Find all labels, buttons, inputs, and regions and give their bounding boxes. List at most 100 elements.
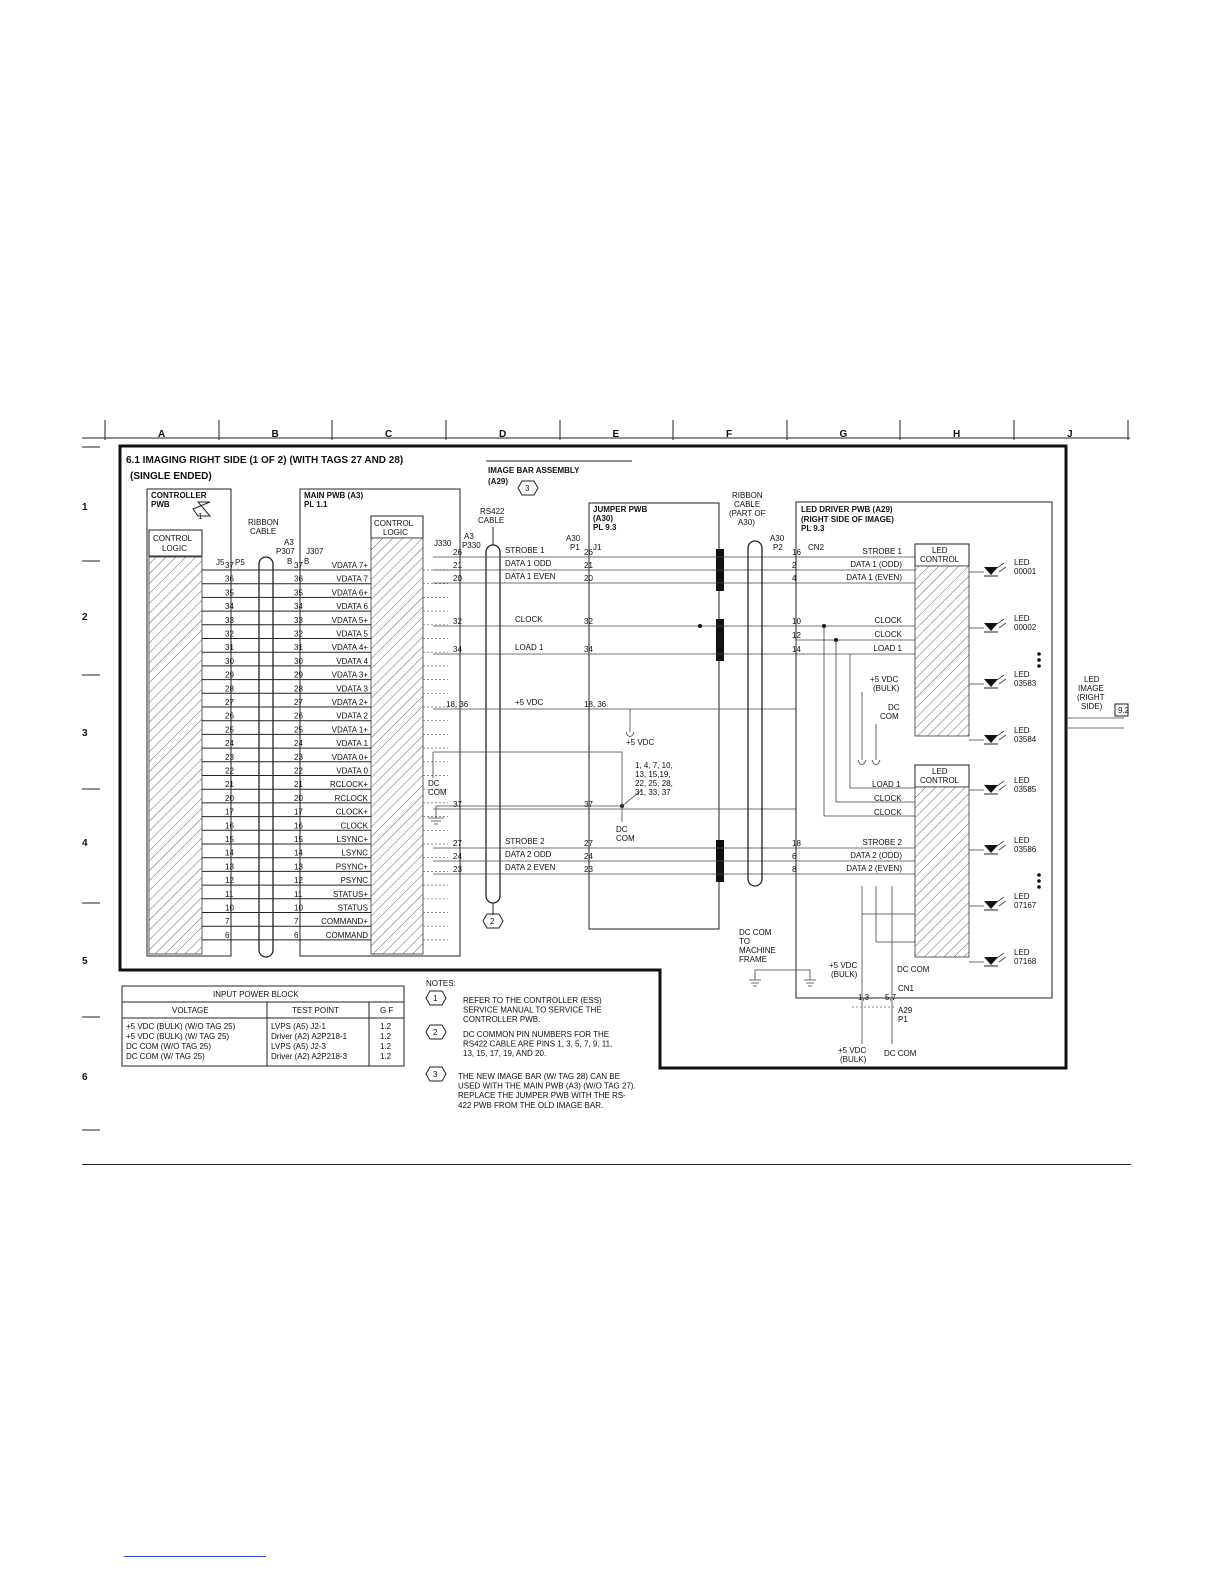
rs422-cable: RS422 CABLE 2 [478,507,505,929]
image-bar-assembly: IMAGE BAR ASSEMBLY (A29) 3 [486,460,632,496]
svg-text:LED: LED [932,767,948,776]
signal-pin-left: 32 [225,630,234,639]
signal-name: PSYNC+ [336,862,369,871]
led-label: LED [1014,558,1030,567]
svg-text:(RIGHT SIDE OF IMAGE): (RIGHT SIDE OF IMAGE) [801,515,894,524]
signal-pin-left: 6 [225,931,230,940]
svg-text:IMAGE: IMAGE [1078,684,1104,693]
signal-name: VDATA 4+ [332,643,369,652]
note-number: 1 [433,994,438,1003]
signal-pin-right: 24 [294,739,303,748]
ribbon-cable-2: RIBBON CABLE (PART OF A30) A30 P2 [729,491,785,887]
right-signal-label: CLOCK [874,616,902,625]
svg-text:PL 9.3: PL 9.3 [593,523,617,532]
signal-pin-right: 10 [294,904,303,913]
grid-col-label: G [840,429,848,440]
svg-text:NOTES:: NOTES: [426,979,456,988]
note-line: CONTROLLER PWB. [463,1015,540,1024]
svg-text:(RIGHT: (RIGHT [1077,693,1105,702]
note-line: RS422 CABLE ARE PINS 1, 3, 5, 7, 9, 11, [463,1040,612,1049]
svg-text:CONTROLLER: CONTROLLER [151,491,207,500]
grid-row-label: 2 [82,612,88,623]
diagram-subtitle: (SINGLE ENDED) [130,471,212,482]
power-testpoint: Driver (A2) A2P218-3 [271,1052,348,1061]
svg-text:(BULK): (BULK) [873,684,900,693]
right-pin: 10 [792,617,801,626]
power-gf: 1.2 [380,1052,392,1061]
right-signal-label: DATA 2 (ODD) [850,851,902,860]
note-number: 2 [433,1028,438,1037]
right-pin: 14 [792,645,801,654]
grid-col-label: C [385,429,392,440]
svg-text:CONTROL: CONTROL [153,534,193,543]
power-voltage: +5 VDC (BULK) (W/ TAG 25) [126,1032,229,1041]
grid-row-label: 3 [82,728,88,739]
signal-pin-right: 29 [294,671,303,680]
diagram-title: 6.1 IMAGING RIGHT SIDE (1 OF 2) (WITH TA… [126,455,403,466]
mid-signal-label: LOAD 1 [515,643,544,652]
signal-pin-right: 26 [294,712,303,721]
right-pin: 8 [792,865,797,874]
svg-text:P330: P330 [462,541,481,550]
signal-pin-left: 10 [225,904,234,913]
mid-pin-left: 32 [453,617,462,626]
svg-text:CN1: CN1 [898,984,915,993]
signal-name: COMMAND+ [321,917,368,926]
signal-pin-right: 21 [294,780,303,789]
cn1-connector: +5 VDC (BULK) DC COM CN1 1,3 5,7 A29 P1 … [829,886,930,1064]
mid-pin-left: 18, 36 [446,700,469,709]
led-image-ref: LED IMAGE (RIGHT SIDE) 9.2 [1066,675,1130,729]
svg-text:(PART OF: (PART OF [729,509,766,518]
signal-pin-right: 37 [294,561,303,570]
led-list: LED00001LED00002LED03583LED03584LED03585… [969,558,1037,967]
note-line: 13, 15, 17, 19, AND 20. [463,1049,546,1058]
block2-clock2: CLOCK [874,808,902,817]
signal-pin-left: 25 [225,725,234,734]
svg-text:+5 VDC: +5 VDC [829,961,857,970]
machine-frame-ground: DC COM TO MACHINE FRAME [739,928,816,987]
signal-pin-left: 27 [225,698,234,707]
svg-text:A30): A30) [738,518,755,527]
signal-pin-left: 36 [225,575,234,584]
svg-text:2: 2 [490,917,495,926]
power-testpoint: LVPS (A5) J2-3 [271,1042,327,1051]
signal-name: VDATA 7 [336,575,368,584]
signal-pin-left: 30 [225,657,234,666]
mid-signal-label: DATA 1 ODD [505,559,552,568]
svg-text:J1: J1 [593,543,602,552]
signal-name: VDATA 4 [336,657,368,666]
svg-text:CABLE: CABLE [478,516,504,525]
svg-text:A3: A3 [464,532,474,541]
mid-signal-label: CLOCK [515,615,543,624]
signal-pin-right: 13 [294,862,303,871]
grid-row-label: 4 [82,838,88,849]
svg-text:RIBBON: RIBBON [732,491,763,500]
signal-pin-right: 30 [294,657,303,666]
signal-pin-left: 17 [225,808,234,817]
mid-signal-label: DATA 2 EVEN [505,863,556,872]
note-line: DC COMMON PIN NUMBERS FOR THE [463,1030,609,1039]
svg-text:VOLTAGE: VOLTAGE [172,1006,209,1015]
signal-name: VDATA 0+ [332,753,369,762]
dc-pins-2: 13, 15,19, [635,770,671,779]
signal-pin-right: 35 [294,588,303,597]
grid-col-label: F [726,429,732,440]
mid-pin-right: 34 [584,645,593,654]
led-number: 00001 [1014,567,1037,576]
